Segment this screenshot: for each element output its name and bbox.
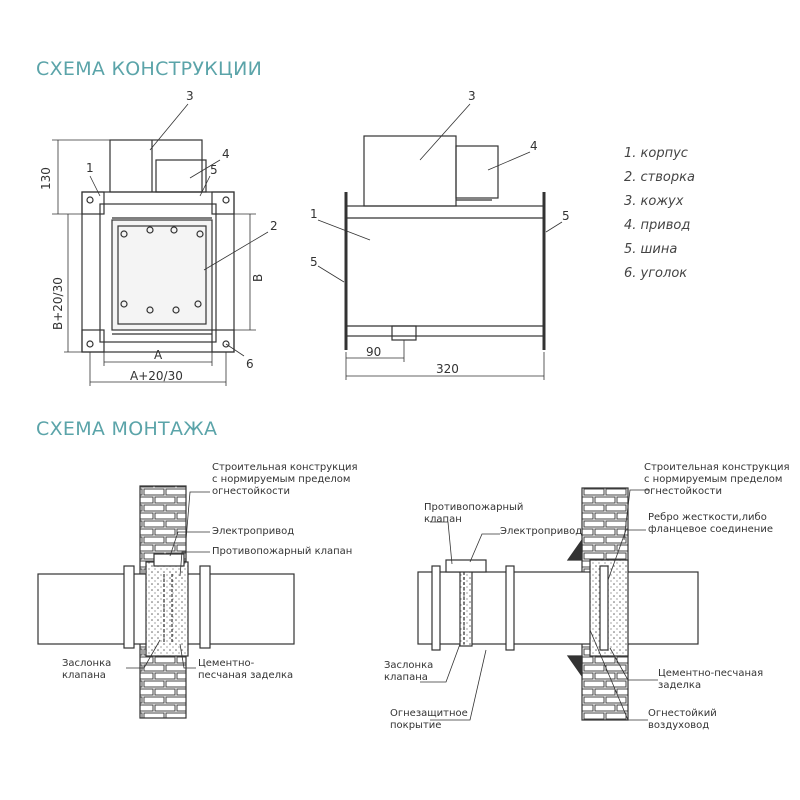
duct-label-r2: воздуховод [648, 720, 709, 731]
actuator-box [155, 159, 207, 193]
rib-label-r1: Ребро жесткости,либо [648, 512, 767, 523]
corner-tr [211, 191, 235, 215]
mount-left [37, 485, 295, 719]
damper-label-l2: клапана [62, 670, 106, 681]
dim-height-top: 130 [39, 167, 53, 190]
callout-4: 4 [222, 147, 230, 161]
side-callout-4: 4 [530, 139, 538, 153]
callout-3: 3 [186, 89, 194, 103]
wall-label-l1: Строительная конструкция [212, 462, 358, 473]
body-side [345, 205, 545, 337]
dim-bottom: A+20/30 [130, 369, 183, 383]
dim-offset: 90 [366, 345, 381, 359]
corner-bl [81, 329, 105, 353]
dim-length: 320 [436, 362, 459, 376]
side-callout-1: 1 [310, 207, 318, 221]
outer-frame [81, 191, 235, 353]
wall-label-r1: Строительная конструкция [644, 462, 790, 473]
duct-label-r1: Огнестойкий [648, 708, 717, 719]
front-view [52, 103, 269, 386]
mortar-label-l2: песчаная заделка [198, 670, 293, 681]
mortar-label-l1: Цементно- [198, 658, 255, 669]
mortar-label-r2: заделка [658, 680, 701, 691]
corner-tl [81, 191, 105, 215]
dim-side: B+20/30 [51, 277, 65, 330]
legend: 1. корпус 2. створка 3. кожух 4. привод … [624, 146, 695, 281]
legend-item: 2. створка [624, 170, 695, 185]
actuator-left [153, 553, 185, 567]
mortar-right [589, 559, 629, 657]
mount-right-labels: Строительная конструкция с нормируемым п… [384, 462, 790, 731]
mortar-label-r1: Цементно-песчаная [658, 668, 763, 679]
callout-1: 1 [86, 161, 94, 175]
mount-right [417, 487, 699, 721]
legend-item: 6. уголок [624, 266, 687, 281]
actuator-label-left: Электропривод [212, 526, 294, 537]
legend-item: 1. корпус [624, 146, 688, 161]
dim-inner-a: A [154, 348, 163, 362]
cover-box-side [363, 135, 457, 207]
actuator-side [455, 145, 499, 199]
side-view [317, 103, 563, 380]
wall-label-r2: с нормируемым пределом [644, 474, 782, 485]
front-view-labels: 3 4 5 1 2 6 130 B+20/30 B A A+20/30 [39, 89, 278, 383]
valve-label-left: Противопожарный клапан [212, 546, 352, 557]
rib-label-r2: фланцевое соединение [648, 524, 773, 535]
legend-item: 3. кожух [624, 194, 684, 209]
corner-br [211, 329, 235, 353]
valve-label-r1: Противопожарный [424, 502, 523, 513]
valve-label-r2: клапан [424, 514, 462, 525]
mount-left-labels: Строительная конструкция с нормируемым п… [62, 462, 358, 681]
damper-label-r2: клапана [384, 672, 428, 683]
side-callout-5-left: 5 [310, 255, 318, 269]
coating-label-r1: Огнезащитное [390, 708, 468, 719]
wall-label-l2: с нормируемым пределом [212, 474, 350, 485]
damper-label-r1: Заслонка [384, 660, 433, 671]
actuator-label-right: Электропривод [500, 526, 582, 537]
wall-label-r3: огнестойкости [644, 486, 722, 497]
damper-label-l1: Заслонка [62, 658, 111, 669]
section-title-construction: СХЕМА КОНСТРУКЦИИ [36, 58, 263, 80]
section-title-mounting: СХЕМА МОНТАЖА [36, 418, 218, 440]
callout-6: 6 [246, 357, 254, 371]
legend-item: 4. привод [624, 218, 690, 233]
callout-5: 5 [210, 163, 218, 177]
callout-2: 2 [270, 219, 278, 233]
blade [111, 219, 213, 331]
side-view-labels: 3 4 1 5 5 90 320 [310, 89, 570, 376]
legend-item: 5. шина [624, 242, 677, 257]
side-callout-5-right: 5 [562, 209, 570, 223]
actuator-right [445, 559, 487, 573]
mortar-left [145, 561, 189, 657]
wall-label-l3: огнестойкости [212, 486, 290, 497]
coating-label-r2: покрытие [390, 720, 441, 731]
dim-inner-b: B [251, 274, 265, 282]
side-callout-3: 3 [468, 89, 476, 103]
